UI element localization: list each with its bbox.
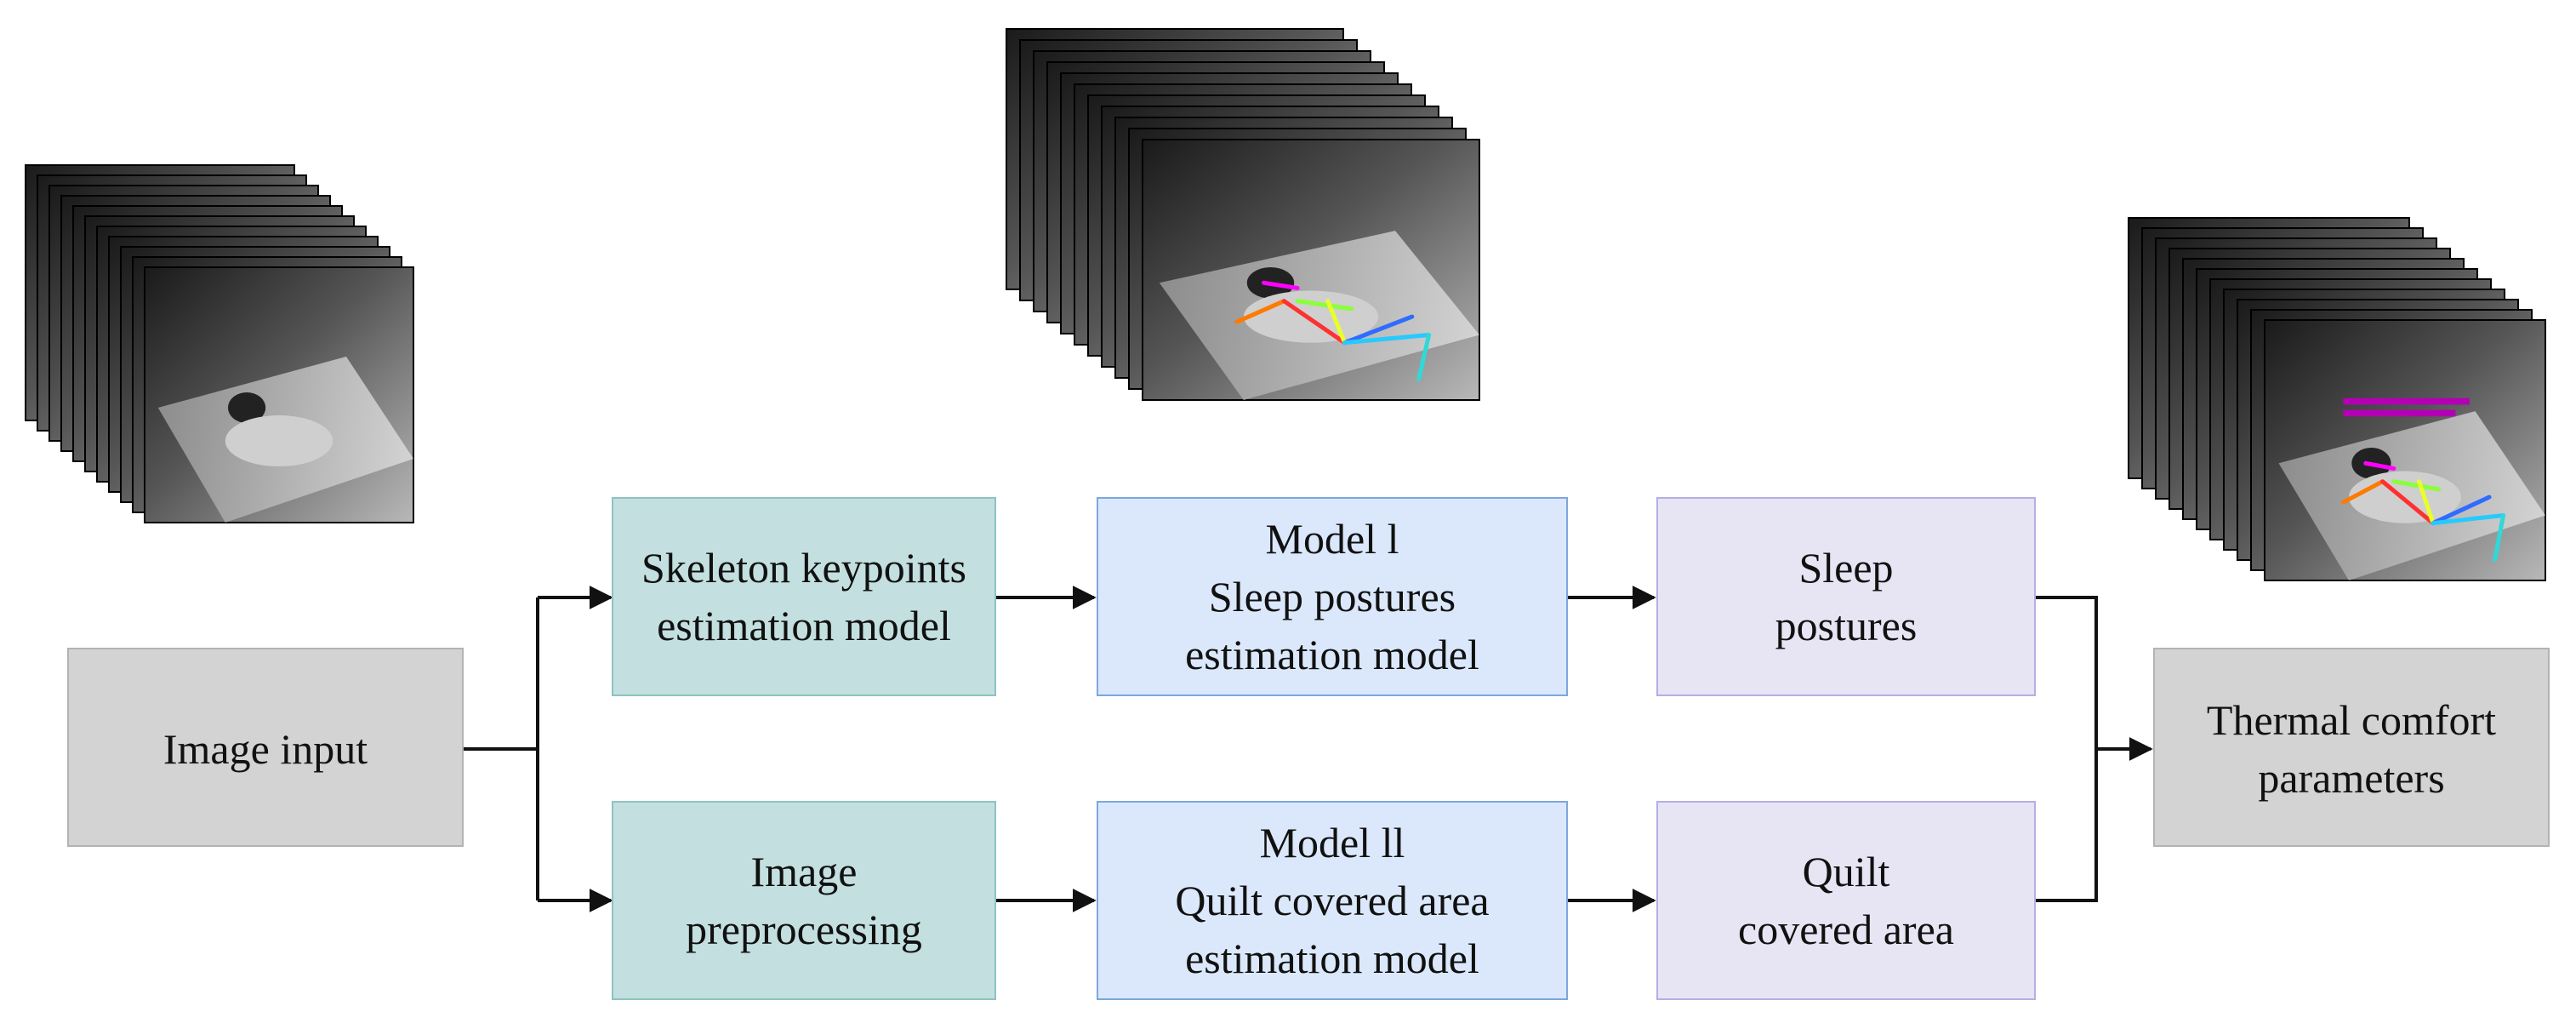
thermal-comfort-label: Thermal comfort parameters xyxy=(2207,696,2496,802)
skeleton-stack-frame xyxy=(1142,139,1480,401)
skeleton-image-stack xyxy=(1006,28,1480,401)
connectors xyxy=(463,586,2153,912)
thermal-comfort-node: Thermal comfort parameters xyxy=(2153,648,2550,847)
sleep-postures-box xyxy=(1656,497,2036,696)
thermal-comfort-line-2: parameters xyxy=(2258,754,2444,802)
model-1-line-3: estimation model xyxy=(1185,631,1479,678)
image-preprocessing-line-2: preprocessing xyxy=(686,906,922,953)
sleep-postures-line-2: postures xyxy=(1775,602,1918,649)
sleep-postures-node: Sleep postures xyxy=(1656,497,2036,696)
model-2-line-3: estimation model xyxy=(1185,935,1479,982)
model-2-box xyxy=(1097,801,1568,1000)
output-image-stack xyxy=(2128,217,2546,581)
input-stack-frame xyxy=(144,266,414,523)
skeleton-model-node: Skeleton keypoints estimation model xyxy=(612,497,996,696)
model-1-line-2: Sleep postures xyxy=(1209,573,1456,620)
thermal-comfort-line-1: Thermal comfort xyxy=(2207,696,2496,744)
model-1-node: Model l Sleep postures estimation model xyxy=(1097,497,1568,696)
model-1-box xyxy=(1097,497,1568,696)
skeleton-model-line-1: Skeleton keypoints xyxy=(641,544,966,592)
image-preprocessing-line-1: Image xyxy=(751,848,858,895)
thermal-comfort-box xyxy=(2153,648,2550,847)
connector-merge xyxy=(2035,596,2098,902)
image-input-line-1: Image input xyxy=(163,725,368,773)
model-1-line-1: Model l xyxy=(1266,515,1399,563)
image-input-node: Image input xyxy=(67,648,464,847)
sleep-postures-line-1: Sleep xyxy=(1798,544,1893,592)
model-2-label: Model ll Quilt covered area estimation mod… xyxy=(1175,819,1489,982)
skeleton-model-line-2: estimation model xyxy=(657,602,951,649)
image-input-box xyxy=(67,648,464,847)
quilt-area-box xyxy=(1656,801,2036,1000)
quilt-area-label: Quilt covered area xyxy=(1738,848,1954,953)
output-stack-frame xyxy=(2264,319,2546,581)
quilt-area-node: Quilt covered area xyxy=(1656,801,2036,1000)
input-image-stack xyxy=(25,164,414,523)
model-2-line-2: Quilt covered area xyxy=(1175,877,1489,924)
quilt-area-line-2: covered area xyxy=(1738,906,1954,953)
image-preprocessing-node: Image preprocessing xyxy=(612,801,996,1000)
image-input-label: Image input xyxy=(163,725,368,773)
skeleton-model-box xyxy=(612,497,996,696)
skeleton-model-label: Skeleton keypoints estimation model xyxy=(641,544,966,649)
quilt-area-line-1: Quilt xyxy=(1803,848,1890,895)
model-2-line-1: Model ll xyxy=(1260,819,1405,866)
model-1-label: Model l Sleep postures estimation model xyxy=(1185,515,1479,678)
image-preprocessing-box xyxy=(612,801,996,1000)
image-preprocessing-label: Image preprocessing xyxy=(686,848,922,953)
model-2-node: Model ll Quilt covered area estimation mod… xyxy=(1097,801,1568,1000)
sleep-postures-label: Sleep postures xyxy=(1775,544,1918,649)
